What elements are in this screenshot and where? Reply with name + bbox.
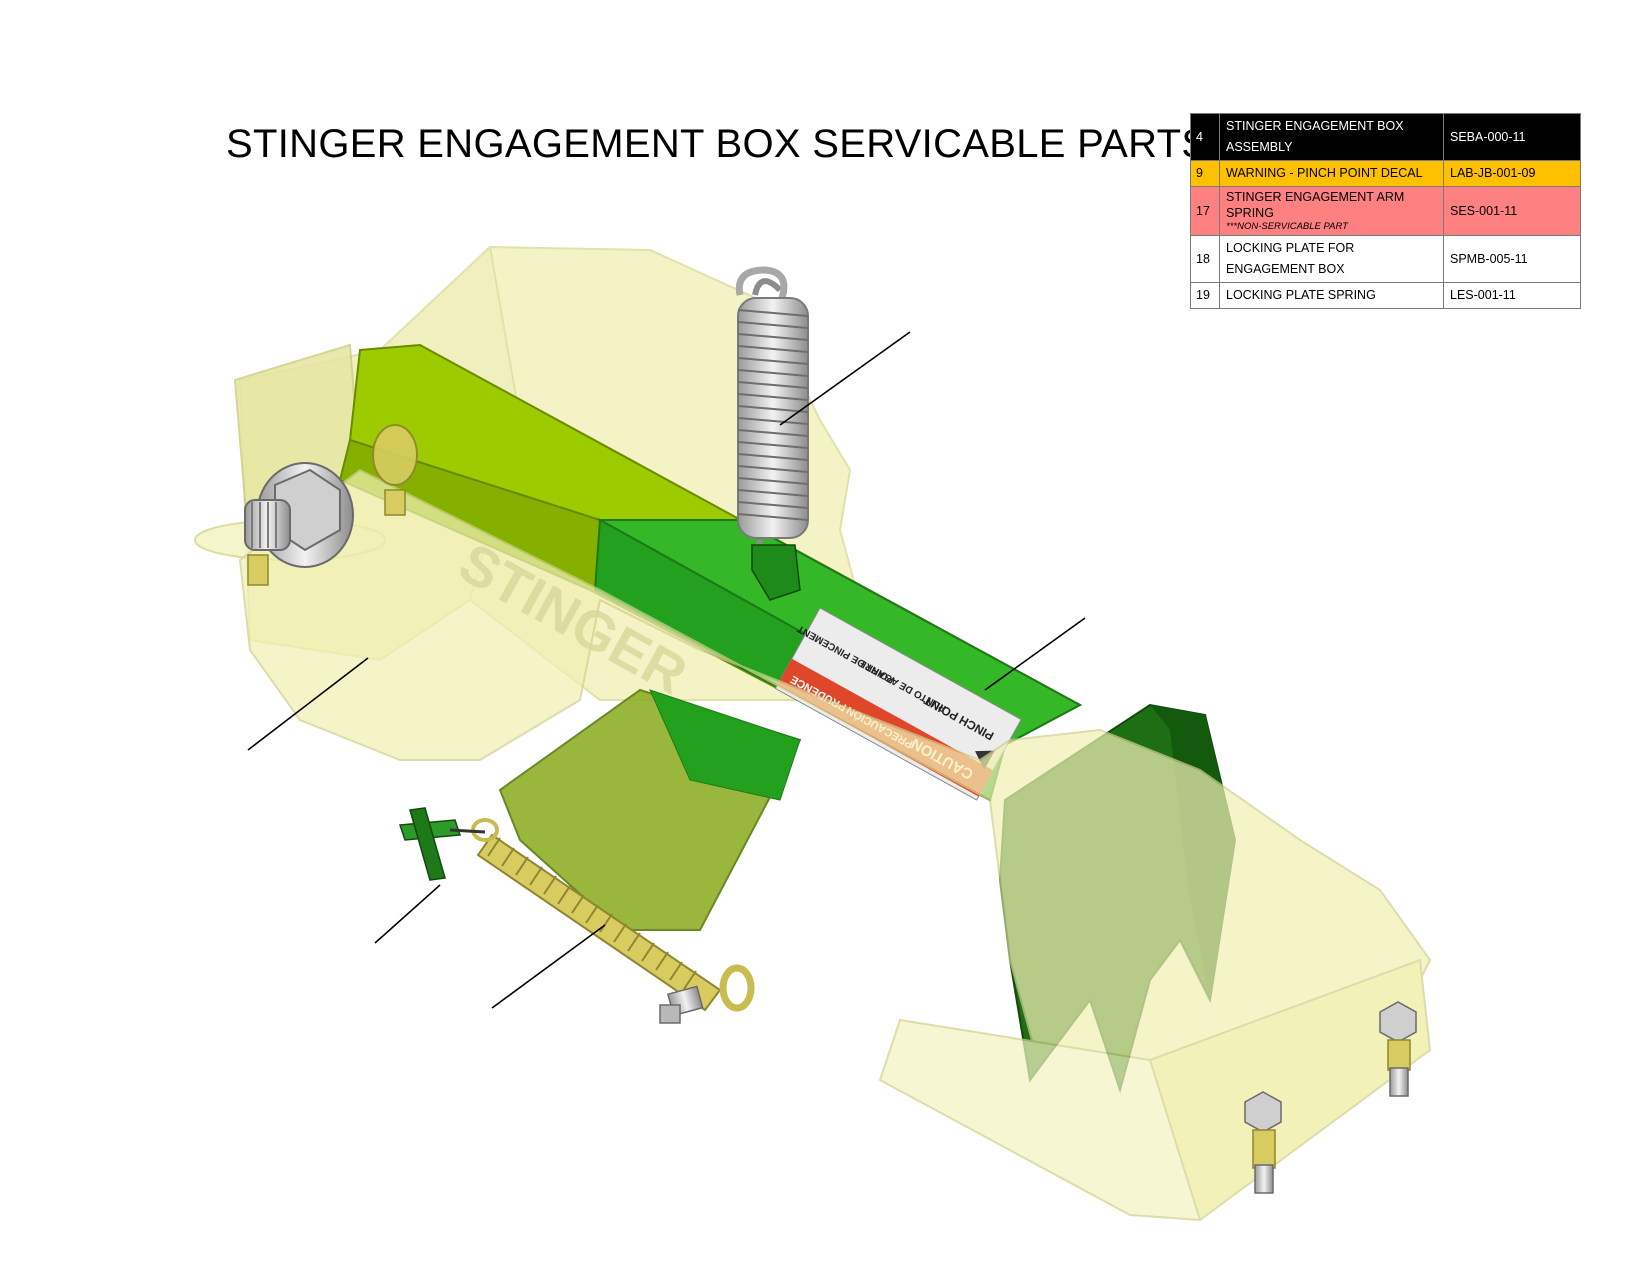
part-number: SPMB-005-11: [1443, 235, 1581, 283]
part-number: SEBA-000-11: [1443, 113, 1581, 161]
parts-row: 9 WARNING - PINCH POINT DECAL LAB-JB-001…: [1190, 160, 1581, 187]
parts-row: 4 STINGER ENGAGEMENT BOX ASSEMBLY SEBA-0…: [1190, 113, 1581, 161]
page-title: STINGER ENGAGEMENT BOX SERVICABLE PARTS: [226, 122, 1209, 166]
leader-lines: [247, 331, 1086, 1009]
part-item-number: 9: [1190, 160, 1220, 187]
leader-line-decal: [984, 617, 1086, 691]
leader-line-locking-spring: [491, 924, 606, 1009]
pivot-bolt: [244, 424, 418, 586]
part-description: STINGER ENGAGEMENT BOX ASSEMBLY: [1219, 113, 1444, 161]
parts-row: 17 STINGER ENGAGEMENT ARM SPRING ***NON-…: [1190, 186, 1581, 236]
part-description: WARNING - PINCH POINT DECAL: [1219, 160, 1444, 187]
parts-table: 4 STINGER ENGAGEMENT BOX ASSEMBLY SEBA-0…: [1190, 113, 1581, 309]
mounting-bolt-left: [1244, 1091, 1282, 1194]
engagement-arm-spring: [735, 266, 809, 601]
leader-line-housing: [247, 657, 369, 751]
part-item-number: 17: [1190, 186, 1220, 236]
part-description-cell: STINGER ENGAGEMENT ARM SPRING ***NON-SER…: [1219, 186, 1444, 236]
part-item-number: 18: [1190, 235, 1220, 283]
mounting-bolt-right: [1379, 1001, 1417, 1097]
locking-plate: [498, 688, 802, 931]
part-note: ***NON-SERVICABLE PART: [1226, 221, 1348, 232]
part-number: SES-001-11: [1443, 186, 1581, 236]
part-item-number: 4: [1190, 113, 1220, 161]
part-number: LES-001-11: [1443, 282, 1581, 309]
parts-row: 18 LOCKING PLATE FOR ENGAGEMENT BOX SPMB…: [1190, 235, 1581, 283]
housing-front-panel: [238, 468, 1432, 1222]
leader-line-locking-pin: [374, 884, 441, 944]
parts-row: 19 LOCKING PLATE SPRING LES-001-11: [1190, 282, 1581, 309]
part-number: LAB-JB-001-09: [1443, 160, 1581, 187]
locking-pin: [398, 807, 486, 881]
part-description: STINGER ENGAGEMENT ARM SPRING: [1226, 190, 1405, 220]
locking-plate-spring: [471, 818, 755, 1012]
spring-rod-nut: [659, 985, 704, 1024]
part-item-number: 19: [1190, 282, 1220, 309]
part-description: LOCKING PLATE SPRING: [1219, 282, 1444, 309]
part-description: LOCKING PLATE FOR ENGAGEMENT BOX: [1219, 235, 1444, 283]
leader-line-arm-spring: [779, 331, 911, 426]
